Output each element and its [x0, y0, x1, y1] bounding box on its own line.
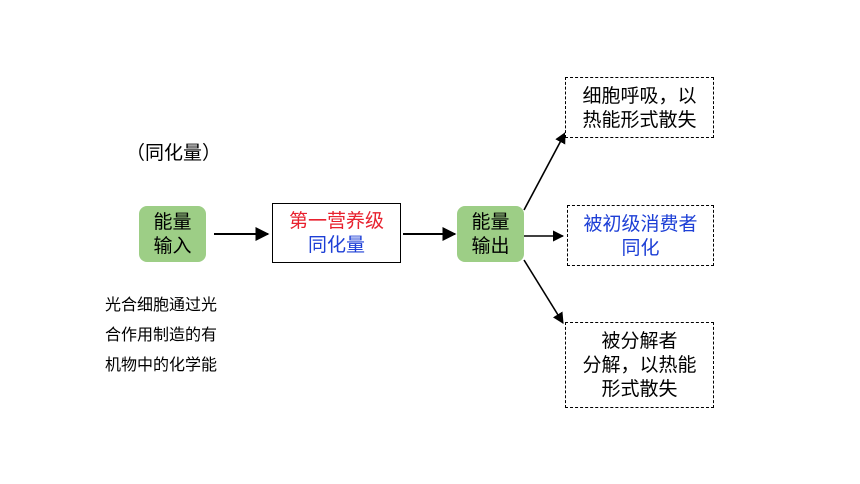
energy-input-line1: 能量	[153, 211, 192, 233]
assimilation-label: （同化量）	[126, 142, 222, 164]
respiration-line2: 热能形式散失	[582, 108, 697, 131]
first-trophic-line2: 同化量	[307, 234, 365, 256]
photosynthesis-note-line2: 合作用制造的有	[105, 325, 218, 344]
photosynthesis-note-line3: 机物中的化学能	[105, 355, 218, 374]
arrow-output-to-decomposer	[523, 259, 564, 324]
energy-input-node: 能量 输入	[139, 206, 206, 262]
energy-output-line1: 能量	[471, 211, 510, 233]
respiration-line1: 细胞呼吸，以	[582, 84, 697, 107]
decomposer-line1: 被分解者	[601, 330, 678, 352]
decomposer-line3: 形式散失	[601, 378, 678, 400]
primary-consumer-line2: 同化	[621, 236, 660, 259]
photosynthesis-note-line1: 光合细胞通过光	[105, 295, 218, 314]
respiration-node: 细胞呼吸，以 热能形式散失	[565, 77, 714, 138]
primary-consumer-node: 被初级消费者 同化	[567, 205, 714, 266]
primary-consumer-line1: 被初级消费者	[583, 212, 698, 235]
decomposer-line2: 分解，以热能	[582, 354, 697, 376]
energy-input-line2: 输入	[153, 235, 192, 257]
energy-output-line2: 输出	[471, 235, 510, 257]
photosynthesis-note: 光合细胞通过光 合作用制造的有 机物中的化学能	[105, 290, 217, 380]
first-trophic-node: 第一营养级 同化量	[272, 203, 401, 263]
arrow-output-to-respiration	[523, 132, 566, 211]
decomposer-node: 被分解者 分解，以热能 形式散失	[565, 322, 714, 408]
energy-output-node: 能量 输出	[457, 206, 524, 262]
first-trophic-line1: 第一营养级	[288, 210, 384, 232]
